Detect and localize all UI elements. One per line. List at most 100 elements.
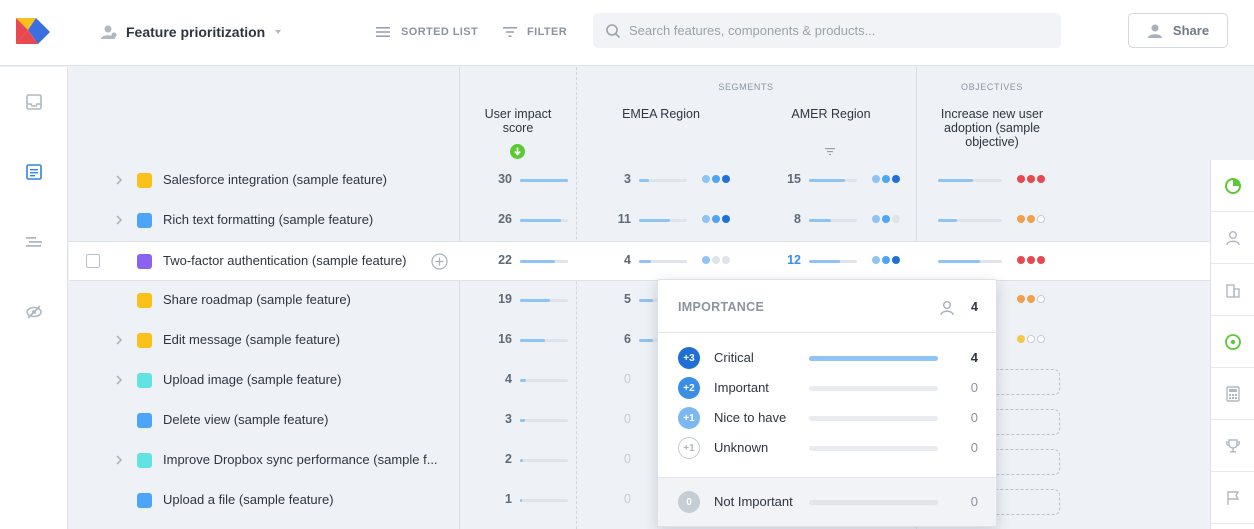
importance-badge: +3 <box>678 347 700 369</box>
importance-badge: 0 <box>678 491 700 513</box>
emea-value[interactable]: 0 <box>624 372 631 386</box>
user-impact-score: 4 <box>505 372 512 386</box>
app-logo[interactable] <box>14 16 52 46</box>
rail-progress[interactable] <box>1211 160 1254 212</box>
feature-name[interactable]: Salesforce integration (sample feature) <box>163 172 388 187</box>
feature-row[interactable]: Delete view (sample feature) 3 0 <box>69 401 1210 441</box>
chevron-right-icon[interactable] <box>113 374 125 386</box>
feature-color-swatch <box>137 293 152 308</box>
importance-value: 0 <box>970 380 978 395</box>
filter-icon[interactable] <box>825 147 835 156</box>
feature-name[interactable]: Upload image (sample feature) <box>163 372 342 387</box>
filter-button[interactable]: FILTER <box>503 20 567 44</box>
nav-insights[interactable] <box>22 300 46 324</box>
progress-ring-icon <box>1225 177 1241 194</box>
feature-row[interactable]: Upload image (sample feature) 4 0 <box>69 361 1210 401</box>
emea-value[interactable]: 0 <box>624 412 631 426</box>
importance-dot <box>702 256 710 264</box>
importance-badge: +1 <box>678 407 700 429</box>
objective-dot <box>1027 256 1035 264</box>
amer-value[interactable]: 8 <box>794 212 801 226</box>
user-impact-bar <box>520 219 568 222</box>
importance-label: Unknown <box>714 440 769 455</box>
sorted-list-button[interactable]: SORTED LIST <box>375 20 478 44</box>
rail-companies[interactable] <box>1211 264 1254 316</box>
feature-row[interactable]: Improve Dropbox sync performance (sample… <box>69 441 1210 481</box>
not-important-row[interactable]: 0 Not Important 0 <box>658 477 996 526</box>
user-impact-bar <box>520 260 568 263</box>
sort-descending-icon[interactable] <box>510 144 525 159</box>
objective-dots <box>1017 256 1045 264</box>
feature-row[interactable]: Upload a file (sample feature) 1 0 <box>69 481 1210 521</box>
feature-name[interactable]: Edit message (sample feature) <box>163 332 341 347</box>
feature-name[interactable]: Upload a file (sample feature) <box>163 492 334 507</box>
row-checkbox[interactable] <box>86 254 100 268</box>
rail-calculator[interactable] <box>1211 368 1254 420</box>
share-button[interactable]: Share <box>1128 13 1228 48</box>
chevron-right-icon[interactable] <box>113 454 125 466</box>
importance-label: Critical <box>714 350 754 365</box>
importance-dot <box>722 215 730 223</box>
user-icon <box>101 25 117 39</box>
rail-goals[interactable] <box>1211 420 1254 472</box>
roadmap-icon <box>26 237 42 247</box>
user-impact-bar <box>520 299 568 302</box>
feature-name[interactable]: Improve Dropbox sync performance (sample… <box>163 452 438 467</box>
emea-value[interactable]: 3 <box>624 172 631 186</box>
user-impact-header[interactable]: User impact score <box>484 107 552 135</box>
left-nav <box>0 67 68 529</box>
objective-dot <box>1017 295 1025 303</box>
objective-dot <box>1037 215 1045 223</box>
chevron-right-icon[interactable] <box>113 174 125 186</box>
rail-objectives[interactable] <box>1211 316 1254 368</box>
objectives-group-label: OBJECTIVES <box>960 82 1023 92</box>
feature-color-swatch <box>137 413 152 428</box>
emea-importance-dots <box>702 256 730 264</box>
emea-value[interactable]: 0 <box>624 492 631 506</box>
objective-dot <box>1027 295 1035 303</box>
board-selector[interactable]: Feature prioritization <box>100 20 283 44</box>
rail-users[interactable] <box>1211 212 1254 264</box>
rail-milestones[interactable] <box>1211 472 1254 524</box>
emea-value[interactable]: 11 <box>617 212 631 226</box>
emea-value[interactable]: 5 <box>624 292 631 306</box>
nav-features[interactable] <box>22 160 46 184</box>
feature-row[interactable]: Two-factor authentication (sample featur… <box>69 241 1210 281</box>
emea-importance-dots <box>702 215 730 223</box>
amer-value[interactable]: 15 <box>787 172 801 186</box>
nav-inbox[interactable] <box>22 90 46 114</box>
feature-name[interactable]: Delete view (sample feature) <box>163 412 329 427</box>
nav-roadmap[interactable] <box>22 230 46 254</box>
search-input[interactable] <box>629 23 1049 38</box>
amer-value[interactable]: 12 <box>787 253 801 267</box>
add-subfeature-icon[interactable] <box>431 253 448 270</box>
flag-icon <box>1227 490 1240 505</box>
objective-dot <box>1017 335 1025 343</box>
feature-name[interactable]: Two-factor authentication (sample featur… <box>163 253 407 268</box>
chevron-right-icon[interactable] <box>113 334 125 346</box>
amer-region-header[interactable]: AMER Region <box>791 107 871 121</box>
emea-value[interactable]: 0 <box>624 452 631 466</box>
emea-value[interactable]: 6 <box>624 332 631 346</box>
feature-row[interactable]: Salesforce integration (sample feature) 3… <box>69 161 1210 201</box>
emea-region-header[interactable]: EMEA Region <box>622 107 700 121</box>
chevron-right-icon[interactable] <box>113 214 125 226</box>
feature-name[interactable]: Rich text formatting (sample feature) <box>163 212 374 227</box>
emea-value[interactable]: 4 <box>624 253 631 267</box>
objective-header[interactable]: Increase new user adoption (sample objec… <box>940 107 1044 149</box>
user-impact-score: 3 <box>505 412 512 426</box>
importance-value: 0 <box>970 440 978 455</box>
user-impact-score: 1 <box>505 492 512 506</box>
feature-name[interactable]: Share roadmap (sample feature) <box>163 292 351 307</box>
share-label: Share <box>1172 23 1210 38</box>
importance-dot <box>712 175 720 183</box>
importance-label: Not Important <box>714 494 793 509</box>
objective-bar <box>938 260 1002 263</box>
